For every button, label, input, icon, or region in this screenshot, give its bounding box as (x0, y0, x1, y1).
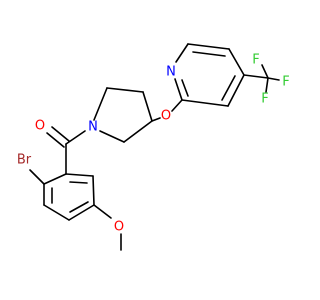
bond-py-c5-c4 (228, 48, 245, 76)
bond-py-n-c6 (175, 43, 189, 63)
bond-ch-oether (151, 117, 161, 122)
bromine-label: Br (17, 153, 32, 168)
ether-oxygen-label: O (161, 109, 171, 124)
bond-oether-pyridine (171, 99, 183, 112)
bond-bz-c6-c1 (65, 173, 94, 177)
bond-c5-omethoxy (93, 204, 112, 219)
bond-c4-cf3 (243, 74, 269, 79)
bond-py-c3-c2 (181, 99, 229, 107)
bond-py-c6-c5-inner (192, 51, 226, 57)
bond-c2-br (29, 169, 45, 185)
pyrrolidine-nitrogen-label: N (88, 120, 98, 135)
fluorine-1-label: F (252, 53, 259, 68)
bond-py-c2-n-inner (181, 79, 189, 97)
bond-pyr-ch2b-ch (142, 91, 153, 122)
bond-cf3-f1 (261, 64, 269, 79)
bond-pyr-n-ch2a (93, 87, 108, 121)
bond-py-c2-n (174, 78, 183, 101)
bond-bz-c6-c1-inner (69, 181, 88, 184)
carbonyl-oxygen-label: O (35, 119, 45, 134)
bond-carbonyl-double-b (51, 126, 70, 142)
bond-py-c6-c5 (187, 43, 230, 50)
bond-bz-c4-c5-inner (69, 201, 89, 213)
bond-pyr-ch-ch2c (123, 120, 153, 143)
bond-cf3-f3 (265, 77, 269, 93)
pyridine-nitrogen-label: N (166, 65, 176, 80)
bond-bz-c1-c2 (43, 173, 67, 185)
bond-pyr-ch2c-n (99, 130, 125, 143)
bond-py-c4-c3 (227, 74, 245, 107)
bond-py-c4-c3-inner (221, 75, 236, 101)
bond-carbonyl-double-a (46, 132, 65, 148)
molecule-structure: Br O N O N F F F O (17, 43, 290, 251)
bond-bz-c5-c6 (92, 175, 95, 206)
bond-pyr-ch2a-ch2b (106, 87, 144, 93)
bond-cf3-f2 (267, 77, 280, 81)
fluorine-2-label: F (282, 75, 289, 90)
bond-bz-c3-c4 (43, 204, 70, 221)
bond-bz-c4-c5 (68, 204, 95, 221)
bonds (29, 43, 280, 251)
methoxy-oxygen-label: O (114, 220, 124, 235)
fluorine-3-label: F (261, 92, 268, 107)
bond-carbonyl-n (65, 130, 86, 145)
atom-labels: Br O N O N F F F O (17, 53, 290, 235)
